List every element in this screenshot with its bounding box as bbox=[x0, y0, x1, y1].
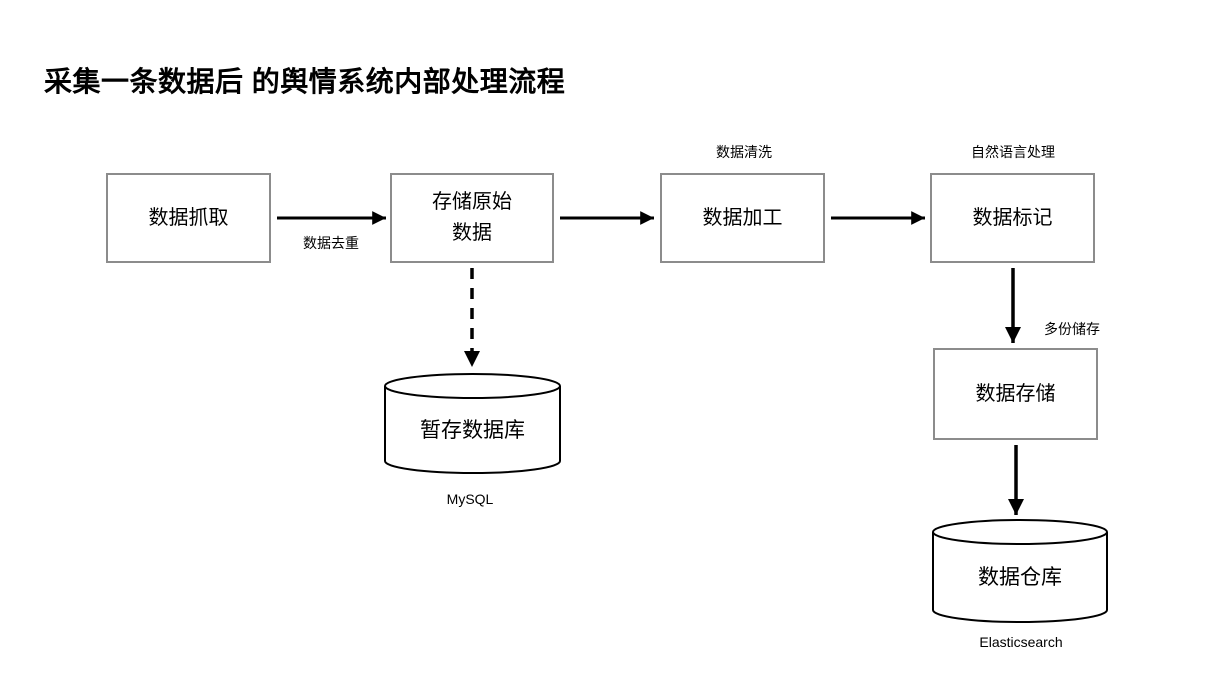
node-data-capture: 数据抓取 bbox=[106, 173, 271, 263]
temp-database-sublabel: MySQL bbox=[446, 491, 494, 507]
node-temp-database-label: 暂存数据库 bbox=[420, 419, 525, 442]
edge-label-nlp: 自然语言处理 bbox=[971, 144, 1055, 160]
data-warehouse-sublabel: Elasticsearch bbox=[979, 634, 1063, 650]
page-title: 采集一条数据后 的舆情系统内部处理流程 bbox=[44, 66, 566, 97]
node-store-raw-data: 存储原始 数据 bbox=[390, 173, 554, 263]
node-data-tagging: 数据标记 bbox=[930, 173, 1095, 263]
edge-label-cleaning: 数据清洗 bbox=[716, 144, 772, 160]
node-data-warehouse-label: 数据仓库 bbox=[978, 566, 1062, 589]
cylinder-data-warehouse bbox=[932, 519, 1108, 623]
edge-label-multi-copy: 多份储存 bbox=[1044, 321, 1100, 337]
cylinder-temp-database bbox=[384, 373, 561, 474]
edge-label-dedup: 数据去重 bbox=[303, 235, 359, 251]
node-data-storage: 数据存储 bbox=[933, 348, 1098, 440]
node-data-processing: 数据加工 bbox=[660, 173, 825, 263]
